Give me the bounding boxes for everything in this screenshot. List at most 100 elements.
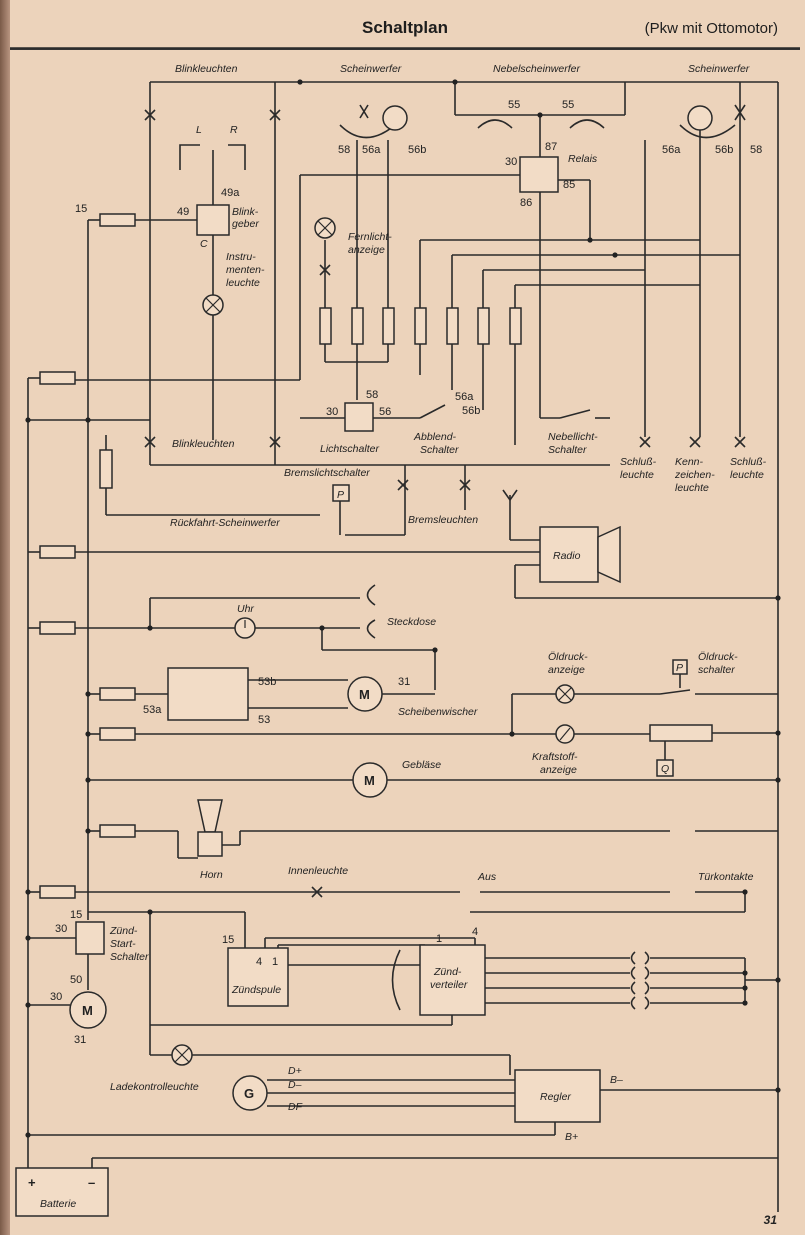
label-30-switch: 30 — [326, 406, 338, 418]
label-abblend-1: Abblend- — [413, 431, 457, 443]
label-b-plus: B+ — [565, 1131, 578, 1143]
ignition-start-switch — [75, 921, 105, 955]
ignition-coil — [227, 947, 289, 1007]
label-leuchte: leuchte — [226, 277, 260, 289]
label-battery-plus: + — [28, 1175, 36, 1190]
label-tuerkontakte: Türkontakte — [698, 871, 754, 883]
label-53b: 53b — [258, 676, 276, 688]
label-scheinwerfer-right: Scheinwerfer — [688, 63, 750, 75]
label-58-switch: 58 — [366, 389, 378, 401]
label-58-left: 58 — [338, 144, 350, 156]
label-49a: 49a — [221, 187, 240, 199]
label-horn: Horn — [200, 869, 223, 881]
flasher-unit — [196, 204, 230, 236]
label-schluss-right-1: Schluß- — [730, 456, 767, 468]
label-53: 53 — [258, 714, 270, 726]
fog-lamp-icons — [477, 119, 605, 129]
label-zuend-start-1: Zünd- — [109, 925, 138, 937]
label-1-coil: 1 — [272, 956, 278, 968]
label-scheibenwischer: Scheibenwischer — [398, 706, 478, 718]
label-blinkleuchten-top: Blinkleuchten — [175, 63, 238, 75]
headlight-left-icon — [339, 104, 408, 139]
label-schluss-left-2: leuchte — [620, 469, 654, 481]
voltage-regulator — [514, 1069, 601, 1123]
fuel-level-sender — [649, 724, 713, 742]
label-d-minus: D– — [288, 1079, 302, 1091]
label-zuend-start-2: Start- — [110, 938, 136, 950]
label-zuendverteiler-1: Zünd- — [433, 966, 462, 978]
label-zuendverteiler-2: verteiler — [430, 979, 468, 991]
label-oeldruck-anz-2: anzeige — [548, 664, 585, 676]
label-nebelscheinwerfer: Nebelscheinwerfer — [493, 63, 580, 75]
label-steckdose: Steckdose — [387, 616, 436, 628]
relay — [519, 156, 559, 193]
radio-unit — [539, 526, 599, 583]
label-nebellicht-2: Schalter — [548, 444, 587, 456]
wiper-relay-box — [167, 667, 249, 721]
label-oeldruck-anz-1: Öldruck- — [548, 651, 588, 663]
label-kraftstoff-2: anzeige — [540, 764, 577, 776]
label-1-dist: 1 — [436, 933, 442, 945]
label-ladekontroll: Ladekontrolleuchte — [110, 1081, 199, 1093]
label-56a-switch: 56a — [455, 391, 474, 403]
label-abblend-2: Schalter — [420, 444, 459, 456]
label-m-starter: M — [82, 1003, 93, 1018]
component-labels: Blinkleuchten Scheinwerfer Nebelscheinwe… — [28, 63, 767, 1210]
label-kenn-3: leuchte — [675, 482, 709, 494]
label-kenn-2: zeichen- — [674, 469, 715, 481]
label-55-a: 55 — [508, 99, 520, 111]
label-relais: Relais — [568, 153, 598, 165]
label-df: DF — [288, 1101, 303, 1113]
label-q: Q — [661, 763, 669, 775]
label-bremsleuchten: Bremsleuchten — [408, 514, 478, 526]
label-blinkgeber-1: Blink- — [232, 206, 259, 218]
label-m-wiper: M — [359, 687, 370, 702]
page-number: 31 — [763, 1213, 777, 1227]
fuse-15 — [99, 213, 136, 227]
spark-plug-gaps — [630, 951, 650, 1010]
label-30-relay: 30 — [505, 156, 517, 168]
fuse-block — [319, 307, 522, 345]
label-rueckfahrt: Rückfahrt-Scheinwerfer — [170, 517, 280, 529]
label-oeldruck-sch-2: schalter — [698, 664, 735, 676]
label-radio: Radio — [553, 550, 581, 562]
label-zuendspule: Zündspule — [231, 984, 281, 996]
label-oeldruck-sch-1: Öldruck- — [698, 651, 738, 663]
label-56b-right: 56b — [715, 144, 733, 156]
label-l: L — [196, 124, 202, 136]
brake-switch-icon — [332, 484, 350, 502]
label-56a-right: 56a — [662, 144, 681, 156]
label-15-top: 15 — [75, 203, 87, 215]
label-batterie: Batterie — [40, 1198, 76, 1210]
label-55-b: 55 — [562, 99, 574, 111]
label-kraftstoff-1: Kraftstoff- — [532, 751, 578, 763]
label-innenleuchte: Innenleuchte — [288, 865, 348, 877]
label-86: 86 — [520, 197, 532, 209]
label-blinkgeber-2: geber — [232, 218, 259, 230]
label-56-switch: 56 — [379, 406, 391, 418]
label-r: R — [230, 124, 238, 136]
label-30-ignition: 30 — [55, 923, 67, 935]
label-58-right: 58 — [750, 144, 762, 156]
page-title: Schaltplan — [362, 18, 448, 37]
label-battery-minus: – — [88, 1175, 95, 1190]
distributor — [419, 944, 486, 1016]
label-fernlicht-2: anzeige — [348, 244, 385, 256]
label-53a: 53a — [143, 704, 162, 716]
page-binding-shadow — [0, 0, 10, 1235]
label-scheinwerfer-left: Scheinwerfer — [340, 63, 402, 75]
label-85: 85 — [563, 179, 575, 191]
light-switch — [344, 402, 374, 432]
label-49: 49 — [177, 206, 189, 218]
label-fernlicht-1: Fernlicht- — [348, 231, 392, 243]
battery — [15, 1167, 109, 1217]
label-15-ignition: 15 — [70, 909, 82, 921]
junction-dots — [25, 79, 781, 1138]
label-uhr: Uhr — [237, 603, 254, 615]
label-87: 87 — [545, 141, 557, 153]
lamp-crosses — [144, 109, 746, 491]
label-56a-left: 56a — [362, 144, 381, 156]
label-50: 50 — [70, 974, 82, 986]
label-m-blower: M — [364, 773, 375, 788]
